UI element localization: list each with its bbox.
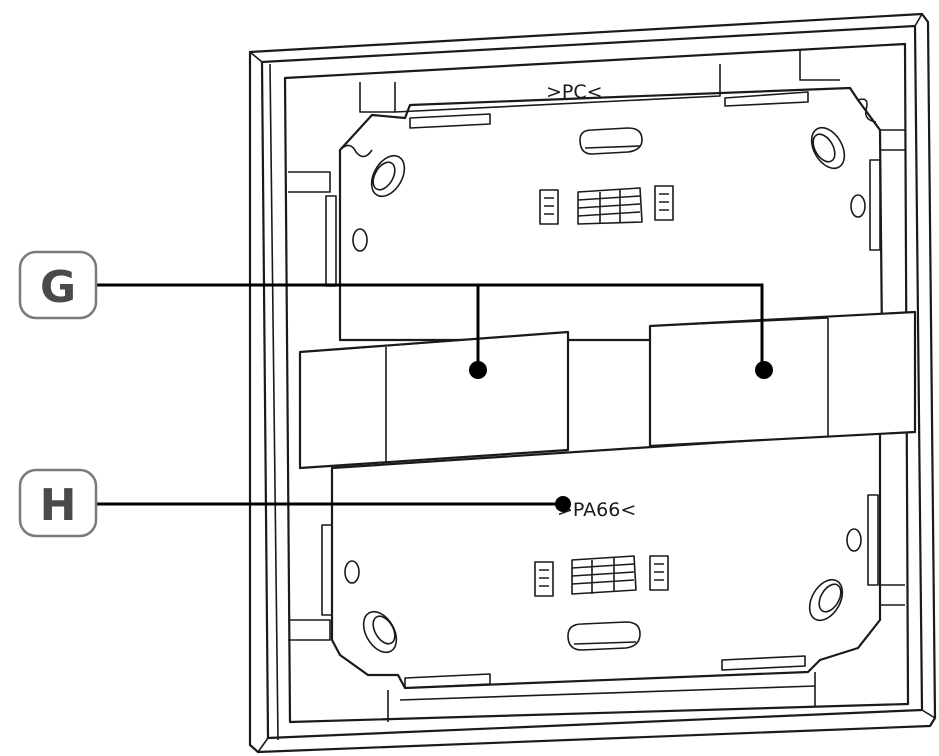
markings: >PC< >PA66< — [546, 81, 636, 521]
callout-box — [18, 468, 98, 538]
adhesive-pads — [298, 310, 917, 470]
inner-ribs — [288, 50, 905, 722]
marking-middle: >PA66< — [557, 499, 636, 521]
pointer-dot — [555, 496, 571, 512]
pointer-dot — [469, 361, 487, 379]
mounting-plate-lower — [330, 430, 882, 690]
callout-label-g: G — [40, 262, 76, 313]
marking-top: >PC< — [546, 81, 603, 103]
callout-box — [18, 250, 98, 320]
outer-frame — [248, 12, 937, 754]
mounting-plate-upper — [338, 86, 884, 342]
callout-h: H — [18, 468, 571, 538]
callout-label-h: H — [40, 480, 77, 531]
pointer-dot — [755, 361, 773, 379]
callout-g: G — [18, 250, 773, 379]
